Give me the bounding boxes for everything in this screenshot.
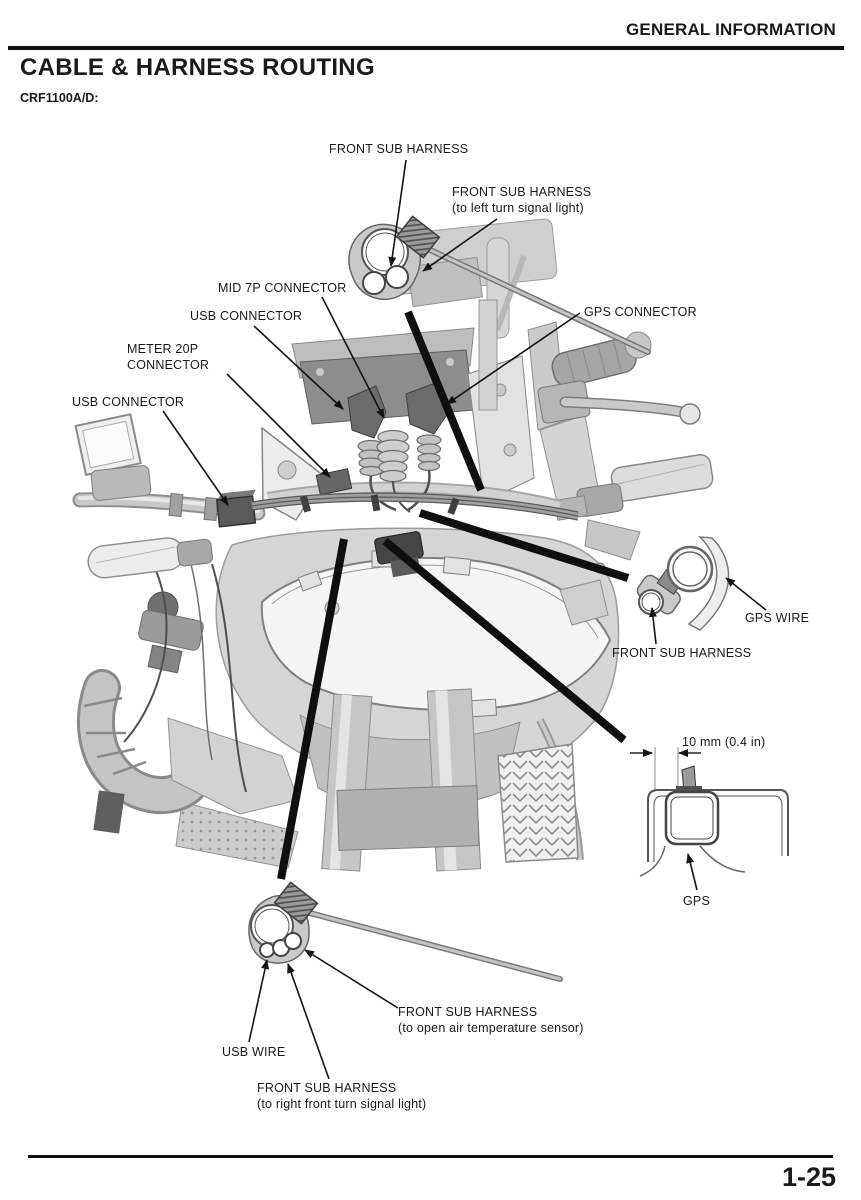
page-number: 1-25 xyxy=(781,1162,836,1192)
label-usb-wire: USB WIRE xyxy=(222,1045,286,1059)
label-line: FRONT SUB HARNESS xyxy=(452,185,592,199)
detail-grommet-bottom xyxy=(248,881,563,982)
label-front-sub-harness-left-turn: FRONT SUB HARNESS (to left turn signal l… xyxy=(452,184,591,216)
model-label: CRF1100A/D: xyxy=(20,91,99,105)
label-line: (to open air temperature sensor) xyxy=(398,1021,584,1035)
detail-gps-mount xyxy=(630,747,789,877)
label-usb-connector-left: USB CONNECTOR xyxy=(72,395,185,409)
label-front-sub-harness-right-turn: FRONT SUB HARNESS (to right front turn s… xyxy=(257,1080,426,1112)
label-gps: GPS xyxy=(683,894,710,908)
label-gps-connector: GPS CONNECTOR xyxy=(584,305,697,319)
main-illustration xyxy=(72,218,714,872)
label-line: METER 20P xyxy=(127,342,199,356)
label-meter-20p-connector: METER 20P CONNECTOR xyxy=(127,341,209,373)
label-front-sub-harness-air-temp: FRONT SUB HARNESS (to open air temperatu… xyxy=(398,1004,584,1036)
label-line: (to left turn signal light) xyxy=(452,201,584,215)
label-gps-wire: GPS WIRE xyxy=(745,611,810,625)
leader-lines xyxy=(277,310,630,880)
label-line: (to right front turn signal light) xyxy=(257,1097,427,1111)
label-usb-connector-top: USB CONNECTOR xyxy=(190,309,303,323)
page-title: CABLE & HARNESS ROUTING xyxy=(20,54,375,81)
label-mid-7p-connector: MID 7P CONNECTOR xyxy=(218,281,347,295)
footer-rule xyxy=(28,1155,833,1158)
detail-grommet-top xyxy=(348,215,651,355)
header-title: GENERAL INFORMATION xyxy=(626,20,836,39)
label-front-sub-harness-top: FRONT SUB HARNESS xyxy=(329,142,469,156)
label-line: FRONT SUB HARNESS xyxy=(398,1005,538,1019)
header-rule xyxy=(8,46,844,50)
label-dimension: 10 mm (0.4 in) xyxy=(682,735,766,749)
label-line: CONNECTOR xyxy=(127,358,210,372)
detail-windshield-clamp xyxy=(636,536,730,631)
label-line: FRONT SUB HARNESS xyxy=(257,1081,397,1095)
callout-arrows xyxy=(162,159,767,1080)
label-front-sub-harness-right: FRONT SUB HARNESS xyxy=(612,646,752,660)
